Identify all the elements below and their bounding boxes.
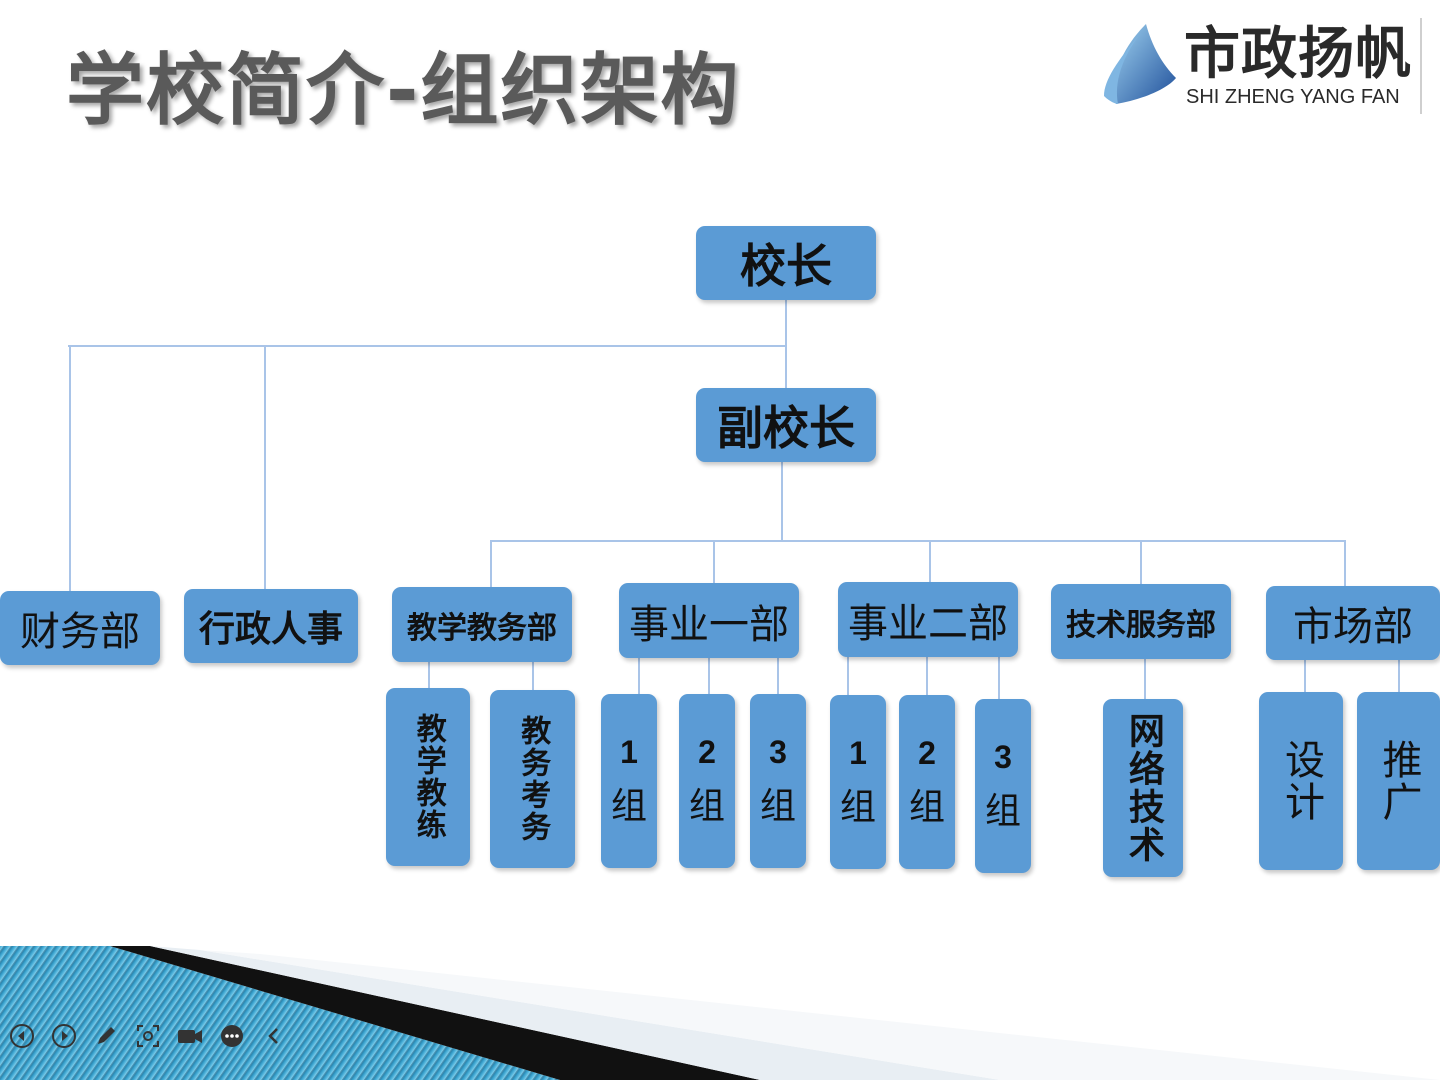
connector bbox=[781, 462, 783, 540]
connector bbox=[929, 540, 931, 582]
camera-icon[interactable] bbox=[176, 1022, 204, 1050]
connector bbox=[713, 540, 715, 583]
prev-icon[interactable] bbox=[8, 1022, 36, 1050]
node-marketing-label: 市场部 bbox=[1293, 604, 1413, 650]
node-b1-group-1: 1 组 bbox=[601, 694, 657, 868]
node-admin-hr-label: 行政人事 bbox=[198, 609, 343, 650]
node-b2-group-2: 2 组 bbox=[899, 695, 955, 869]
node-design: 设计 bbox=[1259, 692, 1343, 870]
node-business-two-label: 事业二部 bbox=[848, 600, 1008, 647]
node-teaching-affairs: 教学教务部 bbox=[392, 587, 572, 662]
group-number: 3 bbox=[769, 733, 787, 770]
connector bbox=[998, 657, 1000, 699]
connector bbox=[490, 540, 1346, 542]
node-b2-group-1: 1 组 bbox=[830, 695, 886, 869]
connector bbox=[1144, 659, 1146, 699]
pen-icon[interactable] bbox=[92, 1022, 120, 1050]
connector bbox=[708, 658, 710, 694]
node-network-tech: 网络技术 bbox=[1103, 699, 1183, 877]
group-number: 2 bbox=[698, 733, 716, 770]
group-label: 组 bbox=[610, 785, 647, 827]
node-exam-affairs: 教务考务 bbox=[490, 690, 575, 868]
group-number: 1 bbox=[849, 734, 867, 771]
logo-divider bbox=[1420, 18, 1422, 114]
node-tech-service: 技术服务部 bbox=[1051, 584, 1231, 659]
node-b1-group-2: 2 组 bbox=[679, 694, 735, 868]
node-principal-label: 校长 bbox=[740, 239, 832, 293]
node-b1-group-3: 3 组 bbox=[750, 694, 806, 868]
connector bbox=[1304, 660, 1306, 692]
connector bbox=[926, 657, 928, 695]
node-tech-service-label: 技术服务部 bbox=[1066, 607, 1216, 643]
node-vice-principal: 副校长 bbox=[696, 388, 876, 462]
connector bbox=[532, 662, 534, 690]
collapse-icon[interactable] bbox=[260, 1022, 288, 1050]
node-business-two: 事业二部 bbox=[838, 582, 1018, 657]
connector bbox=[69, 345, 71, 591]
connector bbox=[264, 345, 266, 589]
group-number: 2 bbox=[918, 734, 936, 771]
node-finance: 财务部 bbox=[0, 591, 160, 665]
node-vice-principal-label: 副校长 bbox=[717, 401, 855, 455]
node-promotion: 推广 bbox=[1357, 692, 1440, 870]
zoom-icon[interactable] bbox=[134, 1022, 162, 1050]
group-label: 组 bbox=[759, 785, 796, 827]
connector bbox=[1140, 540, 1142, 584]
next-icon[interactable] bbox=[50, 1022, 78, 1050]
node-promotion-label: 推广 bbox=[1375, 739, 1422, 823]
connector bbox=[1344, 540, 1346, 586]
group-label: 组 bbox=[688, 785, 725, 827]
node-teaching-affairs-label: 教学教务部 bbox=[407, 610, 557, 646]
presentation-toolbar bbox=[0, 1010, 300, 1062]
connector bbox=[638, 658, 640, 694]
connector bbox=[490, 540, 492, 587]
group-label: 组 bbox=[839, 786, 876, 828]
group-number: 1 bbox=[620, 733, 638, 770]
node-b2-group-3: 3 组 bbox=[975, 699, 1031, 873]
connector bbox=[68, 345, 787, 347]
connector bbox=[777, 658, 779, 694]
connector bbox=[1398, 660, 1400, 692]
brand-logo: 市政扬帆 SHI ZHENG YANG FAN bbox=[1100, 18, 1424, 114]
node-exam-affairs-label: 教务考务 bbox=[515, 715, 551, 843]
connector bbox=[847, 657, 849, 695]
sail-logo-icon bbox=[1104, 24, 1176, 104]
group-label: 组 bbox=[908, 786, 945, 828]
node-design-label: 设计 bbox=[1278, 739, 1324, 823]
page-title: 学校简介-组织架构 bbox=[66, 46, 741, 136]
node-business-one: 事业一部 bbox=[619, 583, 799, 658]
connector bbox=[428, 662, 430, 688]
more-icon[interactable] bbox=[218, 1022, 246, 1050]
logo-english-name: SHI ZHENG YANG FAN bbox=[1186, 86, 1400, 108]
connector bbox=[785, 300, 787, 388]
group-label: 组 bbox=[984, 790, 1021, 832]
node-marketing: 市场部 bbox=[1266, 586, 1440, 660]
node-teaching-coach: 教学教练 bbox=[386, 688, 470, 866]
node-principal: 校长 bbox=[696, 226, 876, 300]
node-business-one-label: 事业一部 bbox=[629, 601, 789, 648]
node-finance-label: 财务部 bbox=[20, 609, 140, 655]
node-teaching-coach-label: 教学教练 bbox=[410, 713, 446, 841]
group-number: 3 bbox=[994, 738, 1012, 775]
node-network-tech-label: 网络技术 bbox=[1122, 712, 1164, 864]
logo-chinese-name: 市政扬帆 bbox=[1184, 22, 1412, 87]
node-admin-hr: 行政人事 bbox=[184, 589, 358, 663]
